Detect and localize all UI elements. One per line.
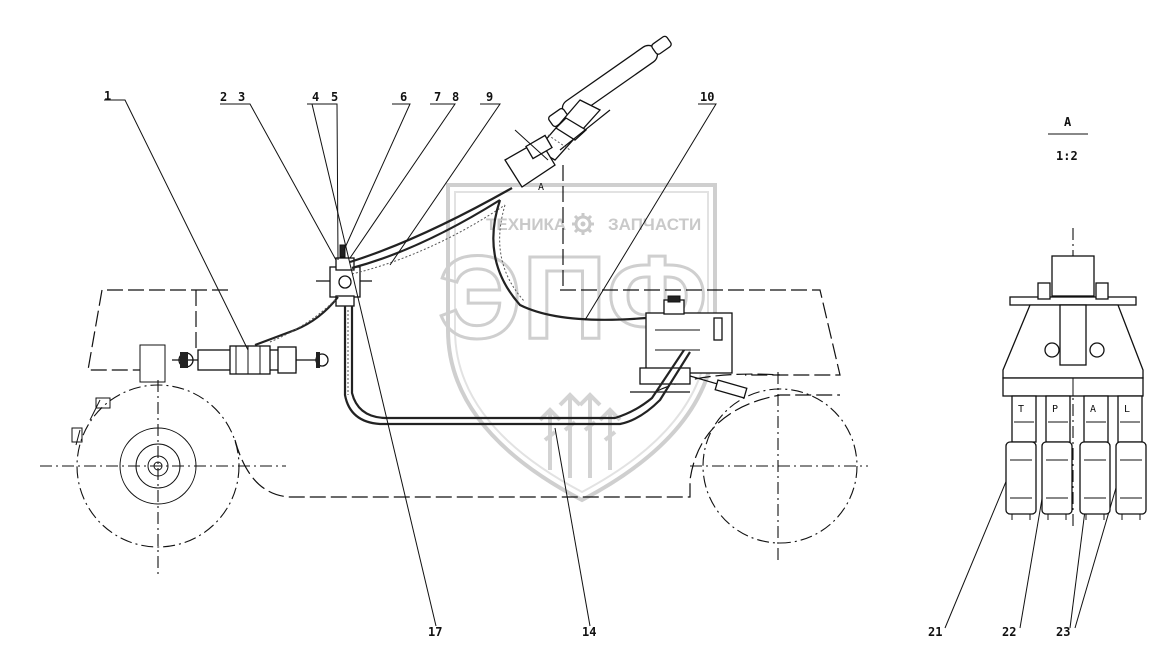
- steering-cylinder: [172, 345, 329, 375]
- steering-wheel: [548, 35, 672, 128]
- callout-6: 6: [400, 90, 407, 104]
- hydraulic-lines: [254, 187, 691, 426]
- tractor-outline: [40, 289, 868, 578]
- watermark-right-word: ЗАПЧАСТИ: [608, 215, 701, 234]
- port-mark-p: Р: [1052, 404, 1058, 415]
- watermark-left-word: ТЕХНИКА: [486, 215, 566, 234]
- callout-23: 23: [1056, 625, 1070, 639]
- callout-10: 10: [700, 90, 714, 104]
- port-hoses: [1005, 441, 1147, 520]
- frame-line: [234, 394, 840, 498]
- gear-icon: [572, 213, 594, 235]
- port-mark-a: А: [1090, 404, 1096, 415]
- callout-14: 14: [582, 625, 596, 639]
- pump-valve: [316, 244, 372, 307]
- callout-7: 7: [434, 90, 441, 104]
- view-name: А: [1064, 115, 1072, 129]
- callout-8: 8: [452, 90, 459, 104]
- callout-9: 9: [486, 90, 493, 104]
- callout-21: 21: [928, 625, 942, 639]
- oil-tank: [630, 295, 748, 399]
- callout-3: 3: [238, 90, 245, 104]
- callout-1: 1: [104, 89, 111, 103]
- steering-column: А: [504, 35, 672, 290]
- port-fittings: Т Р А L: [1011, 395, 1143, 443]
- rear-wheel: [702, 388, 858, 544]
- port-mark-l: L: [1124, 404, 1130, 415]
- callout-22: 22: [1002, 625, 1016, 639]
- callout-2: 2: [220, 90, 227, 104]
- callout-numbers: 1 2 3 4 5 6 7 8 9 10 14 17 21 22 23: [104, 89, 1070, 639]
- hood: [87, 289, 228, 371]
- callout-5: 5: [331, 90, 338, 104]
- detail-view-a: А 1:2 Т Р А L: [1002, 115, 1147, 530]
- view-marker-a: А: [538, 182, 544, 193]
- callout-17: 17: [428, 625, 442, 639]
- view-scale: 1:2: [1056, 149, 1078, 163]
- callout-4: 4: [312, 90, 319, 104]
- fender-top: [560, 289, 841, 376]
- watermark-wheat-icon: [538, 392, 622, 478]
- port-mark-t: Т: [1018, 404, 1024, 415]
